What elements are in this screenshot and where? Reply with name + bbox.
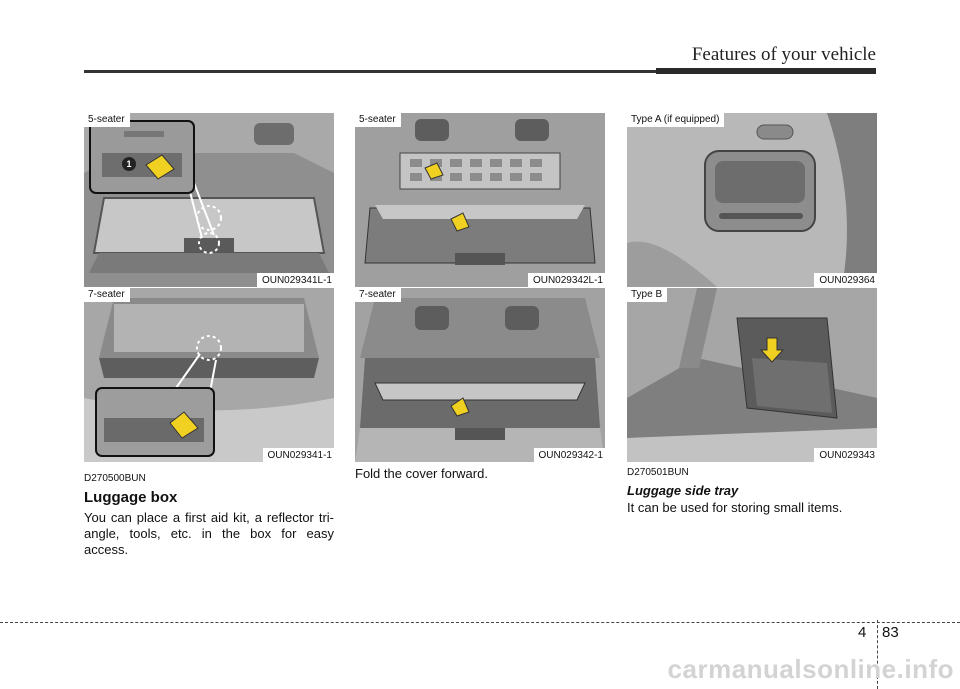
figure-code: OUN029341-1 bbox=[262, 448, 334, 462]
chapter-number: 4 bbox=[858, 624, 867, 641]
header-rule bbox=[84, 70, 876, 73]
figure-illustration bbox=[84, 113, 334, 287]
section-doc-code: D270500BUN bbox=[84, 473, 146, 484]
figure-tag: 5-seater bbox=[84, 113, 130, 127]
figure-tag: 7-seater bbox=[355, 288, 401, 302]
figure-code: OUN029342L-1 bbox=[527, 273, 605, 287]
callout-number: 1 bbox=[122, 157, 136, 171]
section-body: You can place a first aid kit, a reflect… bbox=[84, 510, 334, 557]
section-title: Luggage box bbox=[84, 489, 178, 506]
figure-code: OUN029342-1 bbox=[533, 448, 605, 462]
figure-illustration bbox=[84, 288, 334, 462]
figure-illustration bbox=[627, 288, 877, 462]
figure-side-tray-type-a: Type A (if equipped) OUN029364 bbox=[627, 113, 877, 287]
figure-luggage-box-7-seater: 7-seater OUN029341-1 bbox=[84, 288, 334, 462]
header-rule-accent bbox=[656, 68, 876, 74]
figure-tag: 7-seater bbox=[84, 288, 130, 302]
page-header-title: Features of your vehicle bbox=[691, 44, 876, 65]
figure-code: OUN029341L-1 bbox=[256, 273, 334, 287]
page-number: 83 bbox=[882, 624, 899, 641]
watermark: carmanualsonline.info bbox=[667, 654, 954, 684]
section-title: Luggage side tray bbox=[627, 483, 739, 498]
figure-side-tray-type-b: Type B OUN029343 bbox=[627, 288, 877, 462]
figure-fold-cover-5-seater: 5-seater OUN029342L-1 bbox=[355, 113, 605, 287]
section-body: Fold the cover forward. bbox=[355, 466, 488, 481]
figure-fold-cover-7-seater: 7-seater OUN029342-1 bbox=[355, 288, 605, 462]
figure-illustration bbox=[627, 113, 877, 287]
figure-code: OUN029364 bbox=[814, 273, 877, 287]
figure-tag: Type B bbox=[627, 288, 668, 302]
footer-rule bbox=[0, 622, 960, 623]
section-doc-code: D270501BUN bbox=[627, 467, 689, 478]
figure-illustration bbox=[355, 113, 605, 287]
figure-tag: Type A (if equipped) bbox=[627, 113, 725, 127]
section-body: It can be used for storing small items. bbox=[627, 500, 843, 515]
figure-tag: 5-seater bbox=[355, 113, 401, 127]
figure-illustration bbox=[355, 288, 605, 462]
footer-divider bbox=[877, 620, 878, 689]
figure-luggage-box-5-seater: 1 5-seater OUN029341L-1 bbox=[84, 113, 334, 287]
figure-code: OUN029343 bbox=[814, 448, 877, 462]
